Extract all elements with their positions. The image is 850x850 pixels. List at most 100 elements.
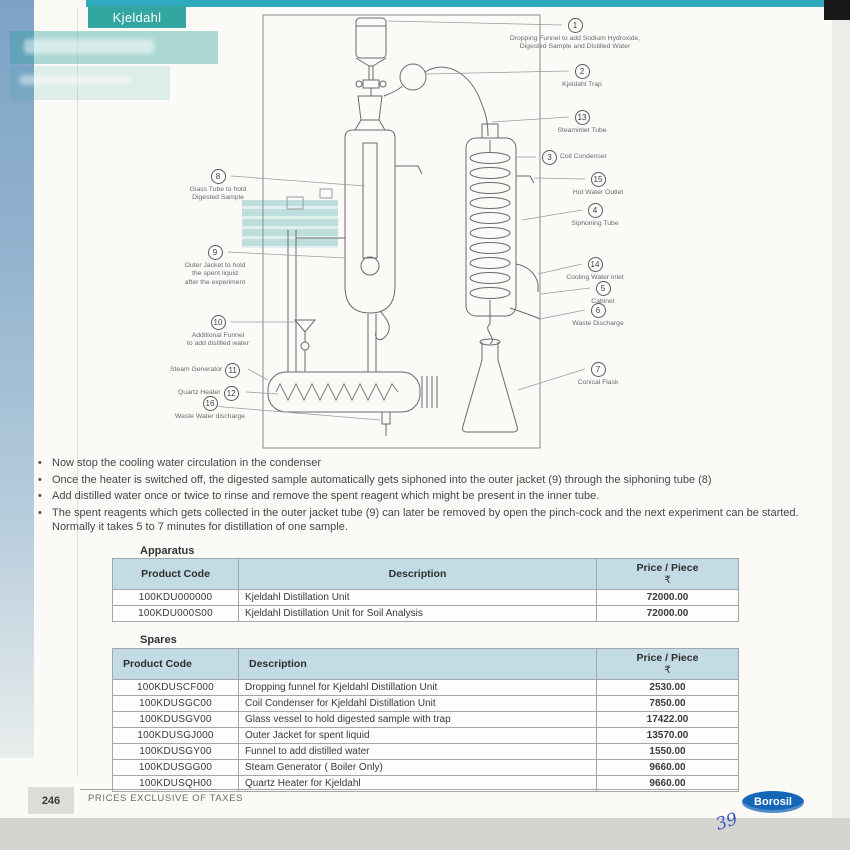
price-header-label: Price / Piece [636, 562, 699, 574]
table-row: 100KDUSGV00 Glass vessel to hold digeste… [112, 711, 739, 728]
list-item: Now stop the cooling water circulation i… [36, 456, 800, 471]
description-cell: Steam Generator ( Boiler Only) [238, 759, 597, 776]
callout-number: 11 [225, 363, 241, 378]
callout-waste-discharge: 6 Waste Discharge [548, 303, 648, 328]
table-header-row: Product Code Description Price / Piece ₹ [112, 648, 739, 680]
callout-cabinet: 5 Cabinet [553, 281, 653, 306]
bleed-through-block [10, 31, 218, 64]
spares-section-heading: Spares [140, 634, 177, 646]
currency-symbol: ₹ [664, 575, 671, 586]
callout-kjeldahl-trap: 2 Kjeldahl Trap [532, 64, 632, 89]
callout-label: Waste Discharge [572, 320, 624, 327]
description-cell: Kjeldahl Distillation Unit for Soil Anal… [238, 605, 597, 622]
callout-label: Hot Water Outlet [572, 189, 624, 196]
scan-corner-shadow [824, 0, 850, 20]
callout-label: Coil Condenser [560, 153, 607, 161]
spares-table: Product Code Description Price / Piece ₹… [112, 648, 739, 792]
callout-number: 12 [223, 386, 239, 401]
column-header-price: Price / Piece ₹ [596, 558, 739, 590]
price-cell: 17422.00 [596, 711, 739, 728]
table-row: 100KDU000S00 Kjeldahl Distillation Unit … [112, 605, 739, 622]
page-right-edge [832, 20, 850, 818]
price-header-label: Price / Piece [636, 652, 699, 664]
apparatus-diagram: 1 Dropping Funnel to add Sodium Hydroxid… [170, 8, 650, 460]
callout-number: 9 [207, 245, 223, 260]
callout-number: 15 [590, 172, 606, 187]
column-header-description: Description [238, 648, 597, 680]
callout-outer-jacket: 9 Outer Jacket to hold the spent liquid … [165, 245, 265, 287]
product-code-cell: 100KDUSGG00 [112, 759, 239, 776]
callout-label: Siphoning Tube [571, 220, 619, 227]
product-code-cell: 100KDU000000 [112, 589, 239, 606]
callout-number: 4 [587, 203, 603, 218]
product-code-cell: 100KDUSGC00 [112, 695, 239, 712]
price-cell: 1550.00 [596, 743, 739, 760]
list-item: The spent reagents which gets collected … [36, 506, 800, 535]
callout-label: Outer Jacket to hold the spent liquid af… [184, 262, 246, 286]
price-cell: 13570.00 [596, 727, 739, 744]
table-header-row: Product Code Description Price / Piece ₹ [112, 558, 739, 590]
table-row: 100KDUSGY00 Funnel to add distilled wate… [112, 743, 739, 760]
description-cell: Glass vessel to hold digested sample wit… [238, 711, 597, 728]
description-cell: Dropping funnel for Kjeldahl Distillatio… [238, 679, 597, 696]
product-code-cell: 100KDU000S00 [112, 605, 239, 622]
footer-divider [80, 789, 738, 790]
callout-number: 5 [595, 281, 611, 296]
callout-cooling-water-inlet: 14 Cooling Water Inlet [545, 257, 645, 282]
callout-label: Quartz Heater [178, 389, 221, 397]
page-number: 246 [28, 787, 74, 814]
callout-dropping-funnel: 1 Dropping Funnel to add Sodium Hydroxid… [500, 18, 650, 52]
price-cell: 72000.00 [596, 589, 739, 606]
table-row: 100KDUSGJ000 Outer Jacket for spent liqu… [112, 727, 739, 744]
procedure-notes-list: Now stop the cooling water circulation i… [36, 456, 800, 537]
callout-label: Cabinet [591, 298, 615, 305]
page-top-edge [86, 0, 830, 7]
price-cell: 7850.00 [596, 695, 739, 712]
price-cell: 2530.00 [596, 679, 739, 696]
kjeldahl-schematic-drawing [211, 14, 591, 449]
description-cell: Quartz Heater for Kjeldahl [238, 775, 597, 792]
description-cell: Coil Condenser for Kjeldahl Distillation… [238, 695, 597, 712]
callout-label: Steaminlet Tube [557, 127, 607, 134]
callout-label: Waste Water discharge [174, 413, 246, 420]
callout-number: 2 [574, 64, 590, 79]
callout-label: Cooling Water Inlet [566, 274, 624, 281]
price-cell: 72000.00 [596, 605, 739, 622]
table-row: 100KDUSGG00 Steam Generator ( Boiler Onl… [112, 759, 739, 776]
description-cell: Kjeldahl Distillation Unit [238, 589, 597, 606]
callout-label: Conical Flask [577, 379, 619, 386]
price-cell: 9660.00 [596, 775, 739, 792]
column-header-product-code: Product Code [112, 558, 239, 590]
callout-quartz-heater: Quartz Heater 12 [178, 386, 239, 401]
callout-hot-water-outlet: 15 Hot Water Outlet [548, 172, 648, 197]
callout-coil-condenser: 3 Coil Condenser [542, 150, 607, 165]
page-tab: Kjeldahl [88, 6, 186, 28]
table-row: 100KDUSGC00 Coil Condenser for Kjeldahl … [112, 695, 739, 712]
callout-label: Glass Tube to hold Digested Sample [189, 186, 247, 202]
callout-number: 7 [590, 362, 606, 377]
product-code-cell: 100KDUSGJ000 [112, 727, 239, 744]
callout-number: 13 [574, 110, 590, 125]
callout-number: 16 [202, 396, 218, 411]
bleed-through-block [10, 66, 170, 100]
bleed-through-block [238, 196, 342, 252]
callout-siphoning-tube: 4 Siphoning Tube [545, 203, 645, 228]
product-code-cell: 100KDUSCF000 [112, 679, 239, 696]
callout-steam-inlet-tube: 13 Steaminlet Tube [532, 110, 632, 135]
callout-conical-flask: 7 Conical Flask [548, 362, 648, 387]
page-left-edge [0, 0, 34, 758]
column-header-price: Price / Piece ₹ [596, 648, 739, 680]
list-item: Add distilled water once or twice to rin… [36, 489, 800, 504]
callout-glass-tube: 8 Glass Tube to hold Digested Sample [168, 169, 268, 203]
callout-number: 10 [210, 315, 226, 330]
callout-number: 3 [542, 150, 557, 165]
product-code-cell: 100KDUSGY00 [112, 743, 239, 760]
table-row: 100KDUSQH00 Quartz Heater for Kjeldahl 9… [112, 775, 739, 792]
apparatus-table: Product Code Description Price / Piece ₹… [112, 558, 739, 622]
callout-additional-funnel: 10 Additional Funnel to add distilled wa… [168, 315, 268, 349]
scan-bed-bottom [0, 818, 850, 850]
callout-steam-generator: Steam Generator 11 [170, 363, 241, 378]
description-cell: Funnel to add distilled water [238, 743, 597, 760]
table-row: 100KDU000000 Kjeldahl Distillation Unit … [112, 589, 739, 606]
